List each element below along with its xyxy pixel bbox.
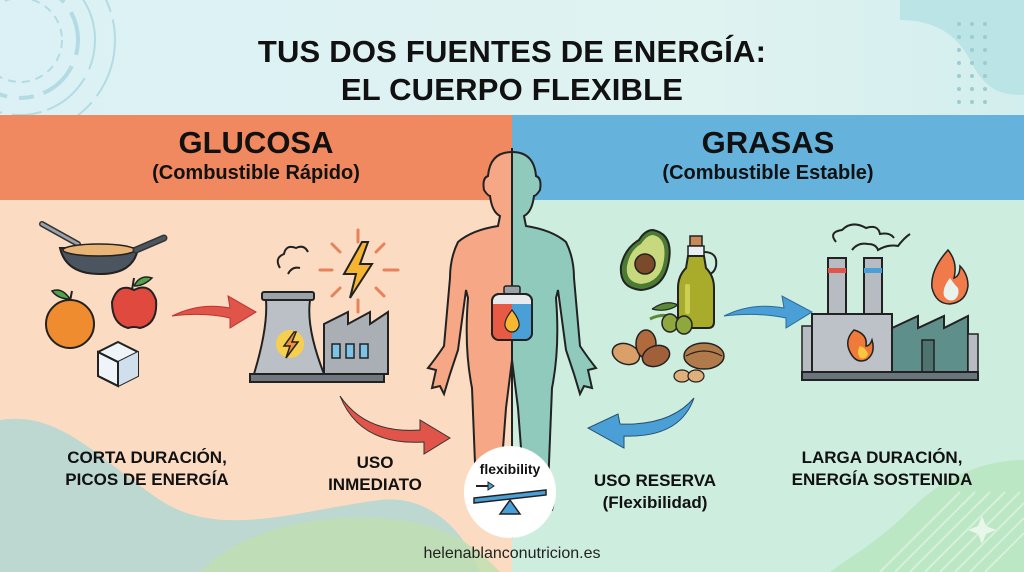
nuts-icon <box>611 329 725 383</box>
title-line-1: TUS DOS FUENTES DE ENERGÍA: <box>257 34 767 69</box>
caption-line: (Flexibilidad) <box>602 493 708 512</box>
seesaw-balance-icon <box>473 481 547 515</box>
arrow-right-red-icon <box>171 295 257 329</box>
caption-line: LARGA DURACIÓN, <box>801 448 963 467</box>
fuel-tank-icon <box>491 285 533 341</box>
glucose-subheading: (Combustible Rápido) <box>152 162 360 184</box>
arrow-right-blue-icon <box>723 295 814 329</box>
caption-line: USO <box>356 453 394 472</box>
caption-line: PICOS DE ENERGÍA <box>65 470 229 489</box>
olives-icon <box>649 302 693 335</box>
glucose-duration-caption: CORTA DURACIÓN, PICOS DE ENERGÍA <box>22 447 272 491</box>
fats-heading: GRASAS <box>701 125 835 160</box>
header-background <box>0 0 1024 115</box>
fats-header-band <box>512 115 1024 200</box>
fats-use-caption: USO RESERVA (Flexibilidad) <box>570 470 740 514</box>
grain-pan-icon <box>39 221 168 276</box>
arrow-curved-blue-icon <box>586 397 695 449</box>
glucose-title: GLUCOSA (Combustible Rápido) <box>0 115 512 185</box>
fats-subheading: (Combustible Estable) <box>662 162 874 184</box>
arrow-curved-red-icon <box>339 395 451 455</box>
sugar-cube-icon <box>97 340 139 388</box>
orange-icon <box>45 289 95 349</box>
caption-line: CORTA DURACIÓN, <box>67 448 227 467</box>
caption-line: INMEDIATO <box>328 475 422 494</box>
glucose-heading: GLUCOSA <box>178 125 334 160</box>
flexibility-label: flexibility <box>479 461 541 477</box>
olive-oil-bottle-icon <box>677 235 718 329</box>
caption-line: USO RESERVA <box>593 471 717 490</box>
apple-icon <box>110 276 158 330</box>
power-plant-icon <box>249 228 400 383</box>
avocado-icon <box>619 228 671 292</box>
website-link[interactable]: helenablanconutricion.es <box>423 545 601 562</box>
fats-title: GRASAS (Combustible Estable) <box>512 115 1024 185</box>
decorative-blob-icon <box>900 0 1024 104</box>
flexibility-badge: flexibility <box>464 446 556 538</box>
factory-flame-icon <box>801 223 979 381</box>
page-title: TUS DOS FUENTES DE ENERGÍA: EL CUERPO FL… <box>0 33 1024 109</box>
glucose-header-band <box>0 115 512 200</box>
caption-line: ENERGÍA SOSTENIDA <box>791 470 973 489</box>
decorative-bottom-blobs-icon <box>0 418 1024 572</box>
title-line-2: EL CUERPO FLEXIBLE <box>340 72 684 107</box>
glucose-use-caption: USO INMEDIATO <box>300 452 450 496</box>
fats-duration-caption: LARGA DURACIÓN, ENERGÍA SOSTENIDA <box>752 447 1012 491</box>
